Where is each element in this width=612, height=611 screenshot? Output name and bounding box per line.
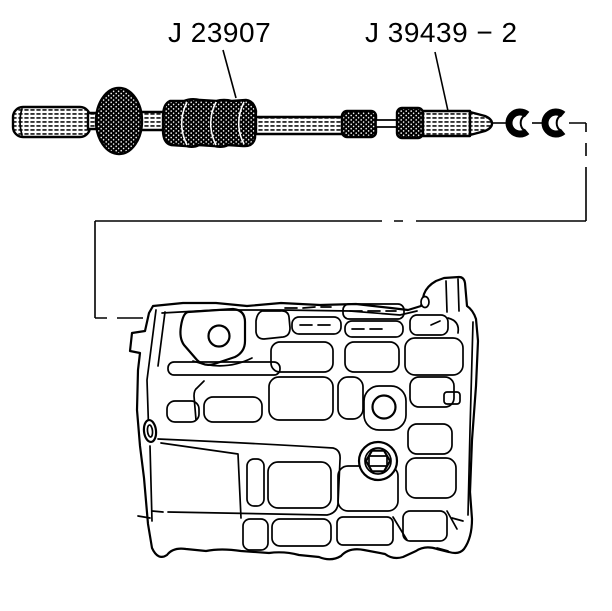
bracket-ribs [445,278,460,313]
case-rib-panel [409,314,449,336]
case-rib-panel [242,518,269,551]
hammer-knob [94,86,144,156]
drain-plug [357,440,399,482]
case-lower-panel [137,438,341,519]
tool-handle [11,105,92,139]
case-rib-panel [336,516,394,546]
slide-hammer-tool [11,86,398,156]
lower-panel-edge [160,442,242,519]
case-side-hole [142,418,158,444]
hidden-edge-dashes [137,510,164,519]
adapter-j39439 [395,106,507,140]
bracket-hole [420,295,430,309]
bolt-boss [363,385,407,431]
leader-line-tool [222,49,237,99]
case-left-flange [157,311,166,367]
panel-detail [392,516,408,541]
boss-hole [207,324,231,348]
handle-cap-line [19,108,23,136]
case-rib-panel [407,423,453,455]
adapter-collar [395,106,425,140]
case-rib-panel [404,337,464,376]
case-outline [128,275,480,561]
retainer-clip [541,108,566,138]
case-rib-panel [268,376,334,421]
adapter-tip [468,110,494,137]
case-rib-panel [405,457,457,499]
hammer-spring-coil [161,98,258,148]
plug-drive [368,455,388,467]
case-rib-panel [166,400,200,423]
case-rib-panel [267,461,332,509]
leader-lines [222,49,449,112]
adapter-body [421,109,472,138]
reference-dashed-path [94,123,587,319]
case-rib-panel [342,303,405,320]
panel-detail [436,510,464,552]
leader-line-adapter [434,51,449,112]
case-rib-panel [255,310,291,340]
case-rib-panel [344,341,400,373]
transmission-case [128,275,480,561]
case-rib-panel [203,396,263,423]
part-label-adapter: J 39439 − 2 [365,17,518,48]
case-left-flange [149,445,153,522]
tool-rod [254,115,348,136]
side-hole-outer [142,418,158,444]
retainer-clips [505,108,586,138]
side-hole-inner [146,424,154,438]
case-right-rim [467,321,474,516]
case-rib-panel [443,391,461,405]
case-rib-panel [402,510,448,542]
retainer-clip [505,108,530,138]
case-rib-panel [167,361,281,376]
coil-ridge [180,101,188,146]
panel-detail [430,317,460,334]
panel-detail [193,380,205,421]
coil-ridge [237,101,245,145]
part-label-tool: J 23907 [168,17,272,48]
coil-ridge [209,101,217,146]
case-rib-panel [337,376,364,420]
stud-link [375,119,398,128]
retainer-clip-inner [555,114,562,132]
case-rib-panel [246,458,265,507]
hidden-edge-dashes [284,306,332,309]
case-rib-panel [291,316,342,335]
lower-panel-outline [157,438,341,516]
case-rib-panel [271,518,332,547]
boss-hole [371,394,397,420]
retainer-clip-inner [519,114,526,132]
case-rib-panel [344,320,404,338]
case-rib-panel [270,341,334,373]
case-top-bracket [420,278,460,313]
knurled-nut [340,109,378,139]
